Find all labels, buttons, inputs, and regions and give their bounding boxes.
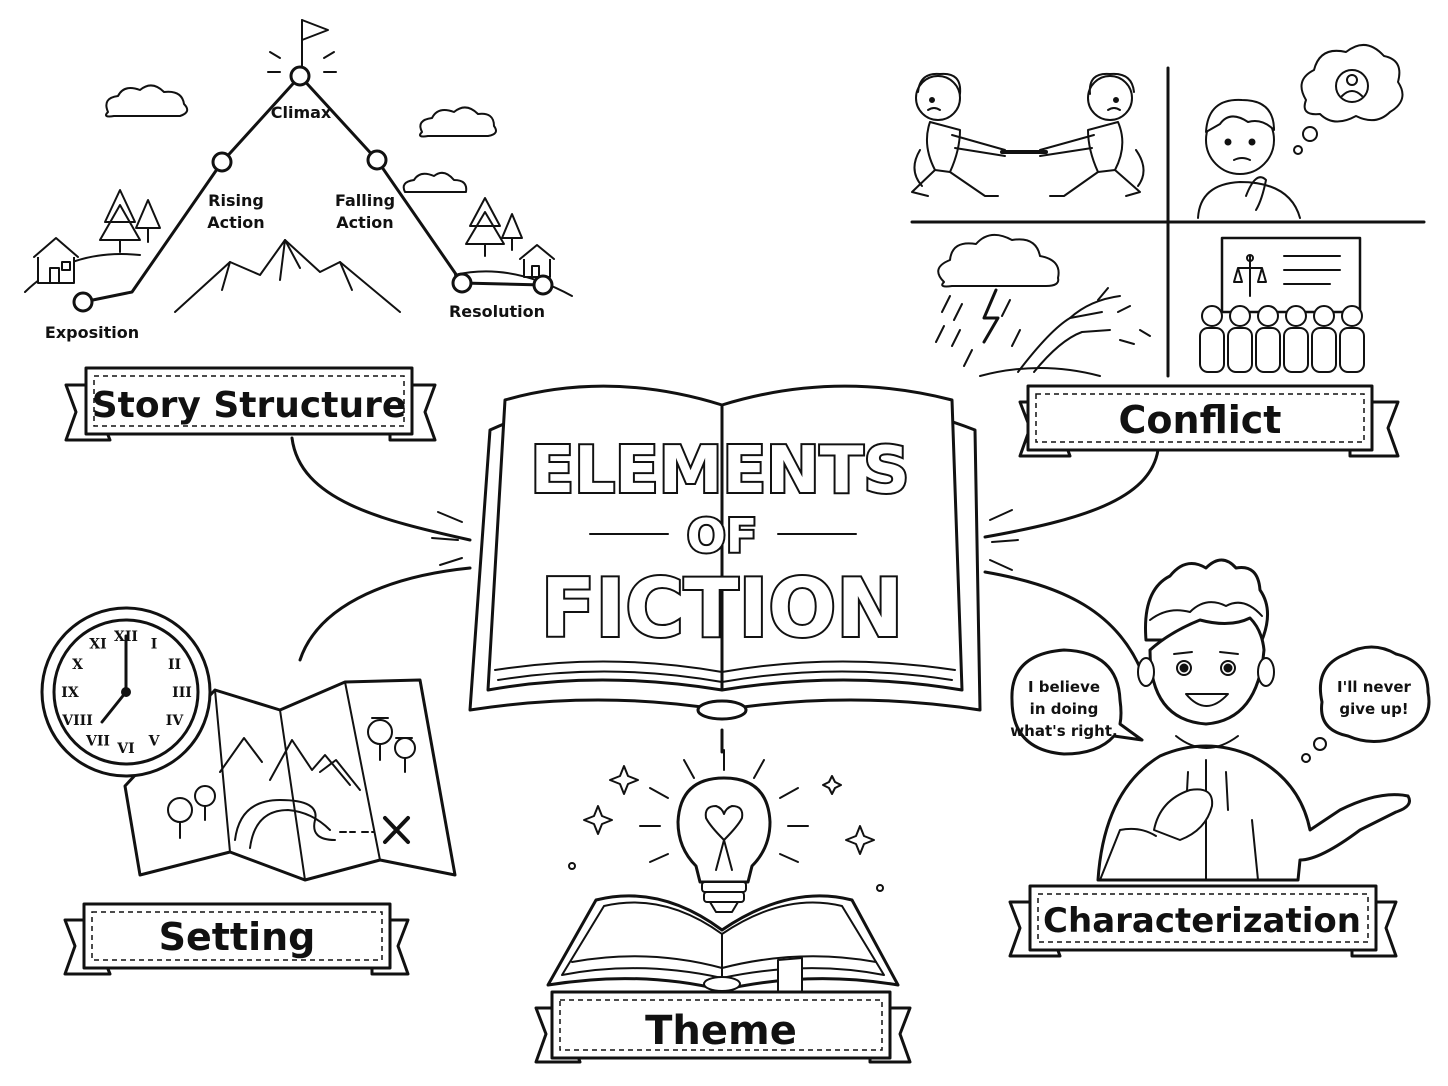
mountain-range bbox=[174, 239, 401, 313]
flag-icon bbox=[267, 19, 337, 73]
tree-icon bbox=[99, 189, 523, 257]
theme-section: Theme bbox=[534, 749, 912, 1064]
title-line-1: ELEMENTS bbox=[531, 434, 910, 508]
title-line-2: OF bbox=[687, 509, 758, 563]
emphasis-lines bbox=[431, 509, 1019, 571]
title-line-3: FICTION bbox=[541, 562, 903, 655]
plot-point-resolution-end bbox=[532, 274, 554, 296]
speech-right-line-1: I'll never bbox=[1337, 678, 1411, 696]
plot-point-falling bbox=[366, 149, 388, 171]
label-story-structure: Story Structure bbox=[92, 385, 407, 426]
open-book-icon bbox=[546, 894, 900, 1005]
book-spine-clasp bbox=[696, 699, 748, 721]
connector-story-structure bbox=[290, 436, 472, 542]
label-theme: Theme bbox=[645, 1008, 797, 1054]
label-exposition: Exposition bbox=[45, 323, 139, 342]
plot-point-rising bbox=[211, 151, 233, 173]
label-rising-2: Action bbox=[207, 213, 264, 232]
clock-numeral: XII bbox=[114, 629, 138, 645]
clock-numeral: IV bbox=[166, 713, 185, 729]
thinking-person-icon bbox=[1197, 44, 1404, 219]
speech-left-line-1: I believe bbox=[1028, 678, 1100, 696]
lightbulb-heart-icon bbox=[676, 776, 772, 913]
clock-numeral: IX bbox=[61, 685, 79, 701]
banner-theme: Theme bbox=[534, 990, 912, 1064]
clock-numeral: X bbox=[72, 657, 83, 673]
story-structure-section: Exposition Rising Action Climax Falling … bbox=[24, 19, 573, 442]
speech-bubble-left: I believe in doing what's right. bbox=[1010, 648, 1144, 756]
clock-numeral: VII bbox=[85, 734, 110, 750]
clock-numeral: VIII bbox=[61, 713, 93, 729]
speech-bubble-right: I'll never give up! bbox=[1301, 645, 1431, 763]
speech-right-line-2: give up! bbox=[1339, 700, 1408, 718]
plot-point-resolution-start bbox=[451, 272, 473, 294]
speech-left-line-3: what's right. bbox=[1010, 722, 1117, 740]
storm-icon bbox=[935, 233, 1151, 377]
connector-conflict bbox=[983, 448, 1160, 539]
conflict-section: Conflict bbox=[910, 44, 1426, 458]
clock-numeral: XI bbox=[89, 637, 106, 653]
label-rising-1: Rising bbox=[208, 191, 264, 210]
banner-story-structure: Story Structure bbox=[64, 366, 437, 442]
sparkle-icon bbox=[568, 765, 884, 892]
connectors bbox=[290, 436, 1160, 754]
character-boy-icon bbox=[1096, 558, 1411, 882]
label-resolution: Resolution bbox=[449, 302, 545, 321]
connector-characterization bbox=[983, 570, 1147, 682]
tug-of-war-icon bbox=[911, 72, 1145, 197]
banner-conflict: Conflict bbox=[1018, 384, 1400, 458]
label-climax: Climax bbox=[271, 103, 332, 122]
banner-characterization: Characterization bbox=[1008, 884, 1398, 958]
house-icon bbox=[519, 244, 555, 278]
speech-left-line-2: in doing bbox=[1030, 700, 1099, 718]
cloud-icon bbox=[105, 84, 497, 193]
book-right-page bbox=[720, 384, 964, 692]
label-conflict: Conflict bbox=[1119, 398, 1282, 442]
label-characterization: Characterization bbox=[1043, 901, 1361, 941]
clock-numeral: II bbox=[168, 657, 181, 673]
plot-point-exposition bbox=[72, 291, 94, 313]
light-rays bbox=[639, 749, 809, 863]
plot-points bbox=[72, 65, 554, 313]
crowd-society-icon bbox=[1199, 236, 1365, 373]
treasure-map-icon bbox=[123, 678, 457, 882]
label-setting: Setting bbox=[159, 915, 316, 959]
central-open-book: ELEMENTS OF FICTION bbox=[468, 384, 982, 721]
clock-numeral: III bbox=[172, 685, 192, 701]
label-falling-2: Action bbox=[336, 213, 393, 232]
label-falling-1: Falling bbox=[335, 191, 395, 210]
plot-point-climax bbox=[289, 65, 311, 87]
clock-numeral: VI bbox=[116, 741, 134, 757]
house-icon bbox=[33, 237, 79, 284]
connector-setting bbox=[298, 566, 472, 662]
characterization-section: I believe in doing what's right. I'll ne… bbox=[1008, 558, 1431, 958]
clock-numeral: I bbox=[151, 637, 158, 653]
banner-setting: Setting bbox=[63, 902, 410, 976]
clock-numeral: V bbox=[148, 734, 161, 750]
